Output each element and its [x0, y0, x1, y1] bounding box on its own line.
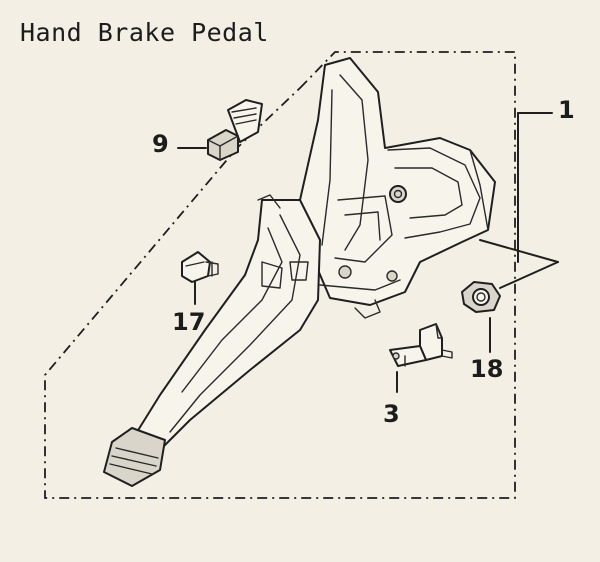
nut-18 — [461, 281, 501, 313]
pedal-bracket — [297, 57, 496, 319]
callout-18: 18 — [470, 355, 504, 383]
diagram-title: Hand Brake Pedal — [20, 18, 269, 47]
assembly-boundary — [44, 51, 516, 499]
callout-17: 17 — [172, 308, 206, 336]
clip-17 — [181, 251, 219, 283]
leader-lines — [177, 112, 559, 393]
bolt-9 — [207, 99, 263, 161]
pedal-arm — [131, 194, 321, 453]
callout-3: 3 — [383, 400, 400, 428]
pedal-pad — [103, 427, 166, 487]
callout-1: 1 — [558, 96, 575, 124]
switch-3 — [389, 323, 453, 367]
callout-9: 9 — [152, 130, 169, 158]
